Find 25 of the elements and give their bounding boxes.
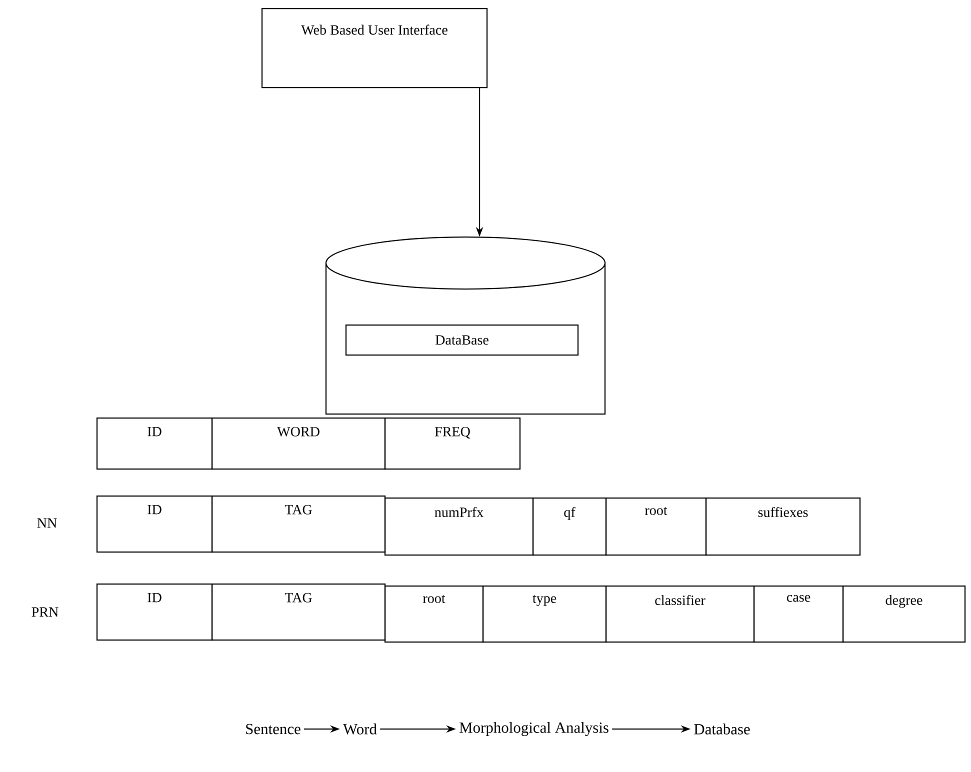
inner-box: DataBase	[345, 324, 579, 356]
table-cell: case	[753, 585, 844, 643]
table-cell: degree	[842, 585, 966, 643]
database-cylinder	[325, 236, 606, 415]
table-cell: qf	[532, 497, 607, 556]
table-cell: type	[482, 585, 607, 643]
flow-step: Morphological Analysis	[460, 722, 608, 736]
table-cell: classifier	[605, 585, 755, 643]
row-label: PRN	[32, 607, 58, 617]
flow-step: Database	[694, 724, 750, 734]
table-cell: ID	[96, 417, 213, 470]
process-box: Web Based User Interface	[261, 8, 488, 88]
table-cell: TAG	[211, 495, 386, 553]
table-cell: root	[384, 585, 484, 643]
table-cell: ID	[96, 583, 213, 641]
table-cell: numPrfx	[384, 497, 534, 556]
table-cell: TAG	[211, 583, 386, 641]
table-cell: FREQ	[384, 417, 521, 470]
row-label: NN	[37, 518, 57, 528]
flow-step: Sentence	[246, 724, 300, 734]
table-cell: ID	[96, 495, 213, 553]
table-cell: root	[605, 497, 707, 556]
table-cell: WORD	[211, 417, 386, 470]
flow-step: Word	[343, 724, 377, 734]
table-cell: suffiexes	[705, 497, 861, 556]
